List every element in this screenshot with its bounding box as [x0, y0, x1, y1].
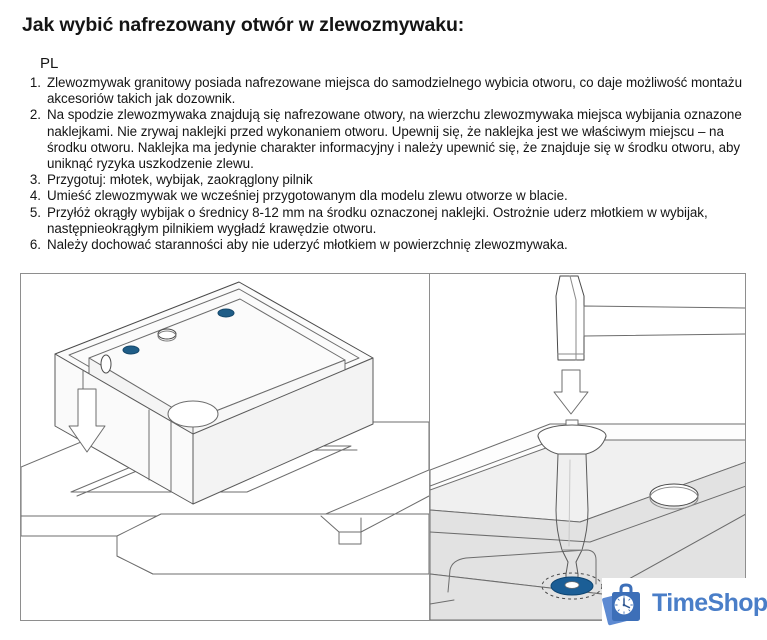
watermark-brand-text: TimeShop	[652, 588, 767, 617]
step-number: 4.	[29, 188, 41, 204]
list-item: 5. Przyłóż okrągły wybijak o średnicy 8-…	[20, 205, 750, 237]
list-item: 4. Umieść zlewozmywak we wcześniej przyg…	[20, 188, 750, 204]
step-text: Umieść zlewozmywak we wcześniej przygoto…	[47, 188, 568, 204]
down-arrow-icon	[68, 388, 106, 453]
shopping-bag-clock-icon	[602, 583, 640, 626]
hammer-punch-diagram	[430, 274, 745, 620]
step-text: Należy dochować staranności aby nie uder…	[47, 237, 568, 253]
illustration-divider	[429, 274, 430, 620]
step-text: Przyłóż okrągły wybijak o średnicy 8-12 …	[47, 204, 708, 236]
step-number: 6.	[29, 237, 41, 253]
list-item: 1. Zlewozmywak granitowy posiada nafrezo…	[20, 75, 750, 107]
list-item: 6. Należy dochować staranności aby nie u…	[20, 237, 750, 253]
watermark-logo: TimeShop	[602, 578, 767, 628]
instruction-steps-list: 1. Zlewozmywak granitowy posiada nafrezo…	[20, 75, 750, 253]
step-number: 3.	[29, 172, 41, 188]
step-number: 2.	[29, 107, 41, 123]
step-number: 5.	[29, 204, 41, 220]
sink-installation-diagram	[21, 274, 429, 620]
step-text: Przygotuj: młotek, wybijak, zaokrąglony …	[47, 172, 313, 188]
page-title: Jak wybić nafrezowany otwór w zlewozmywa…	[22, 14, 465, 36]
language-label: PL	[40, 55, 59, 72]
list-item: 2. Na spodzie zlewozmywaka znajdują się …	[20, 107, 750, 172]
illustration-frame	[20, 273, 746, 621]
list-item: 3. Przygotuj: młotek, wybijak, zaokrąglo…	[20, 172, 750, 188]
step-text: Na spodzie zlewozmywaka znajdują się naf…	[47, 107, 742, 172]
step-text: Zlewozmywak granitowy posiada nafrezowan…	[47, 75, 742, 107]
step-number: 1.	[29, 75, 41, 90]
